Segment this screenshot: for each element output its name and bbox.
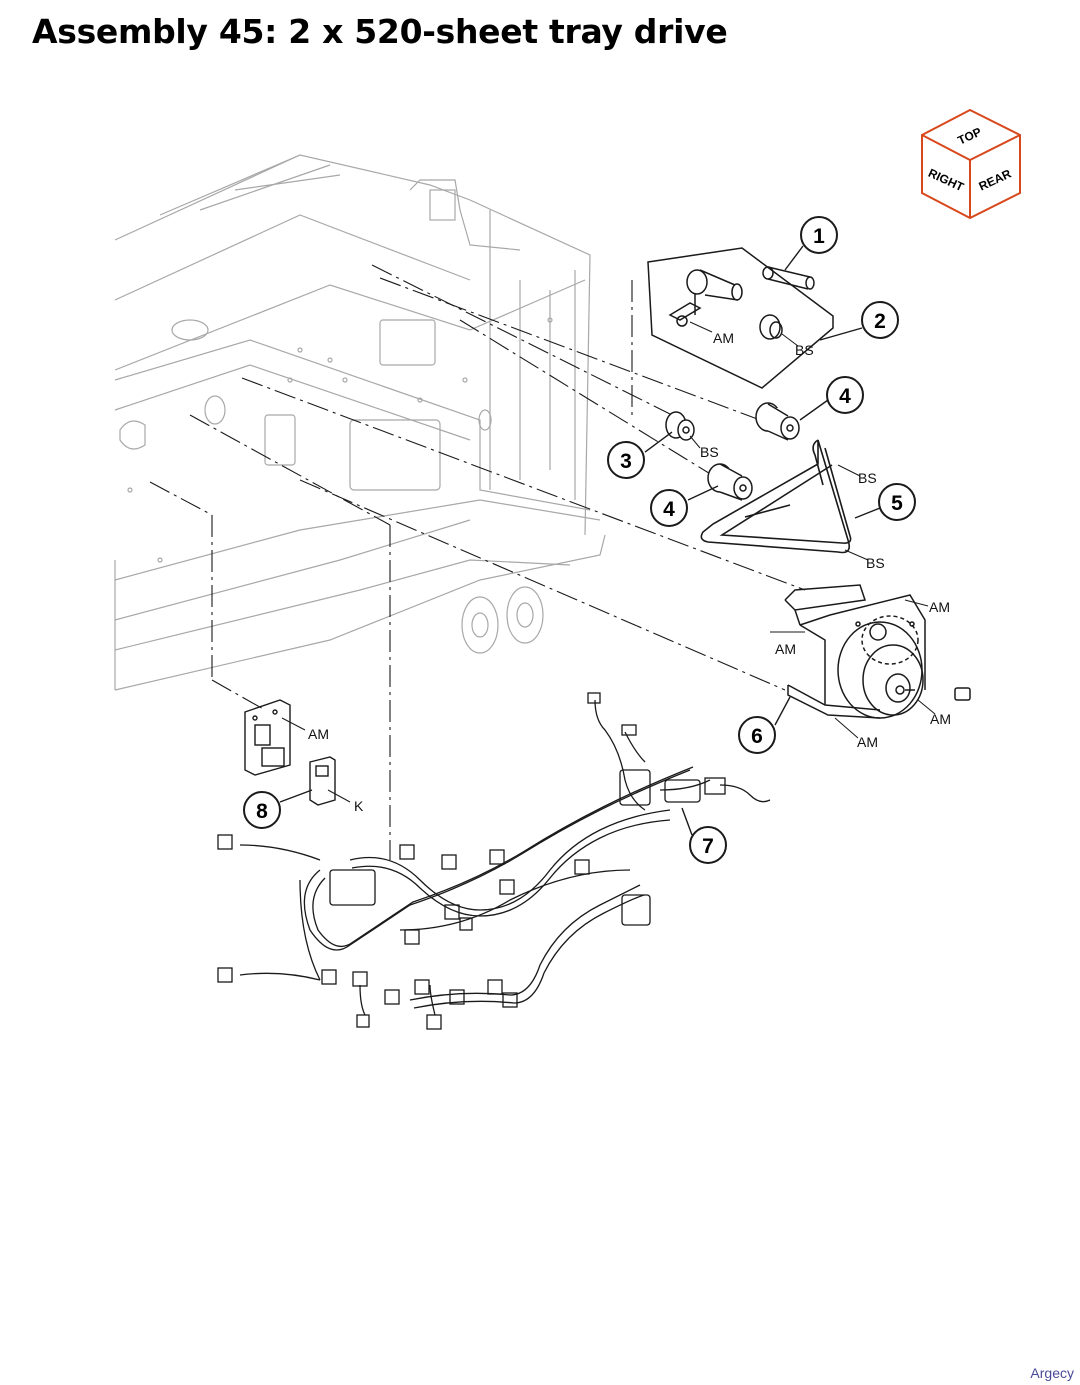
callout-7: 7 <box>702 835 714 858</box>
bushings <box>665 402 800 501</box>
tag-bs-part2: BS <box>795 342 814 358</box>
part-3-bushing <box>665 411 695 441</box>
tray-frame-outline <box>114 154 606 691</box>
callout-4-upper: 4 <box>839 385 851 408</box>
part-4-bushing-lower <box>707 463 753 501</box>
part-6-motor-assembly <box>784 584 971 719</box>
callout-bubbles: 1 2 3 4 4 5 6 7 8 <box>243 216 916 864</box>
tag-am-motor-top: AM <box>929 599 950 615</box>
fastener-tags: AM BS BS BS BS AM AM AM AM AM K <box>281 321 951 814</box>
tag-bs-part5-bottom: BS <box>866 555 885 571</box>
callout-8: 8 <box>256 800 268 823</box>
watermark: Argecy <box>1030 1365 1074 1381</box>
callout-2: 2 <box>874 310 886 333</box>
tag-am-part8: AM <box>308 726 329 742</box>
callout-4-lower: 4 <box>663 498 675 521</box>
tag-bs-part3: BS <box>700 444 719 460</box>
tag-am-motor-right: AM <box>930 711 951 727</box>
tag-bs-part5-top: BS <box>858 470 877 486</box>
callout-5: 5 <box>891 492 903 515</box>
part-4-bushing-upper <box>755 402 800 441</box>
orientation-cube: TOP RIGHT REAR <box>921 108 1021 220</box>
part-8-sensor <box>309 756 336 806</box>
tag-am-motor-bottom: AM <box>857 734 878 750</box>
callout-6: 6 <box>751 725 763 748</box>
part-5-belt <box>700 439 852 554</box>
part-7-wire-harness <box>217 692 771 1030</box>
callout-1: 1 <box>813 225 825 248</box>
alignment-leader-lines <box>149 264 806 860</box>
callout-3: 3 <box>620 450 632 473</box>
tag-am-part2: AM <box>713 330 734 346</box>
tag-k-part8: K <box>354 798 364 814</box>
page-title: Assembly 45: 2 x 520-sheet tray drive <box>32 12 728 51</box>
part-1-pin <box>762 266 815 290</box>
part-8-sensor-bracket <box>244 699 336 806</box>
part-2-shaft-assembly <box>647 247 834 389</box>
tag-am-motor-left: AM <box>775 641 796 657</box>
